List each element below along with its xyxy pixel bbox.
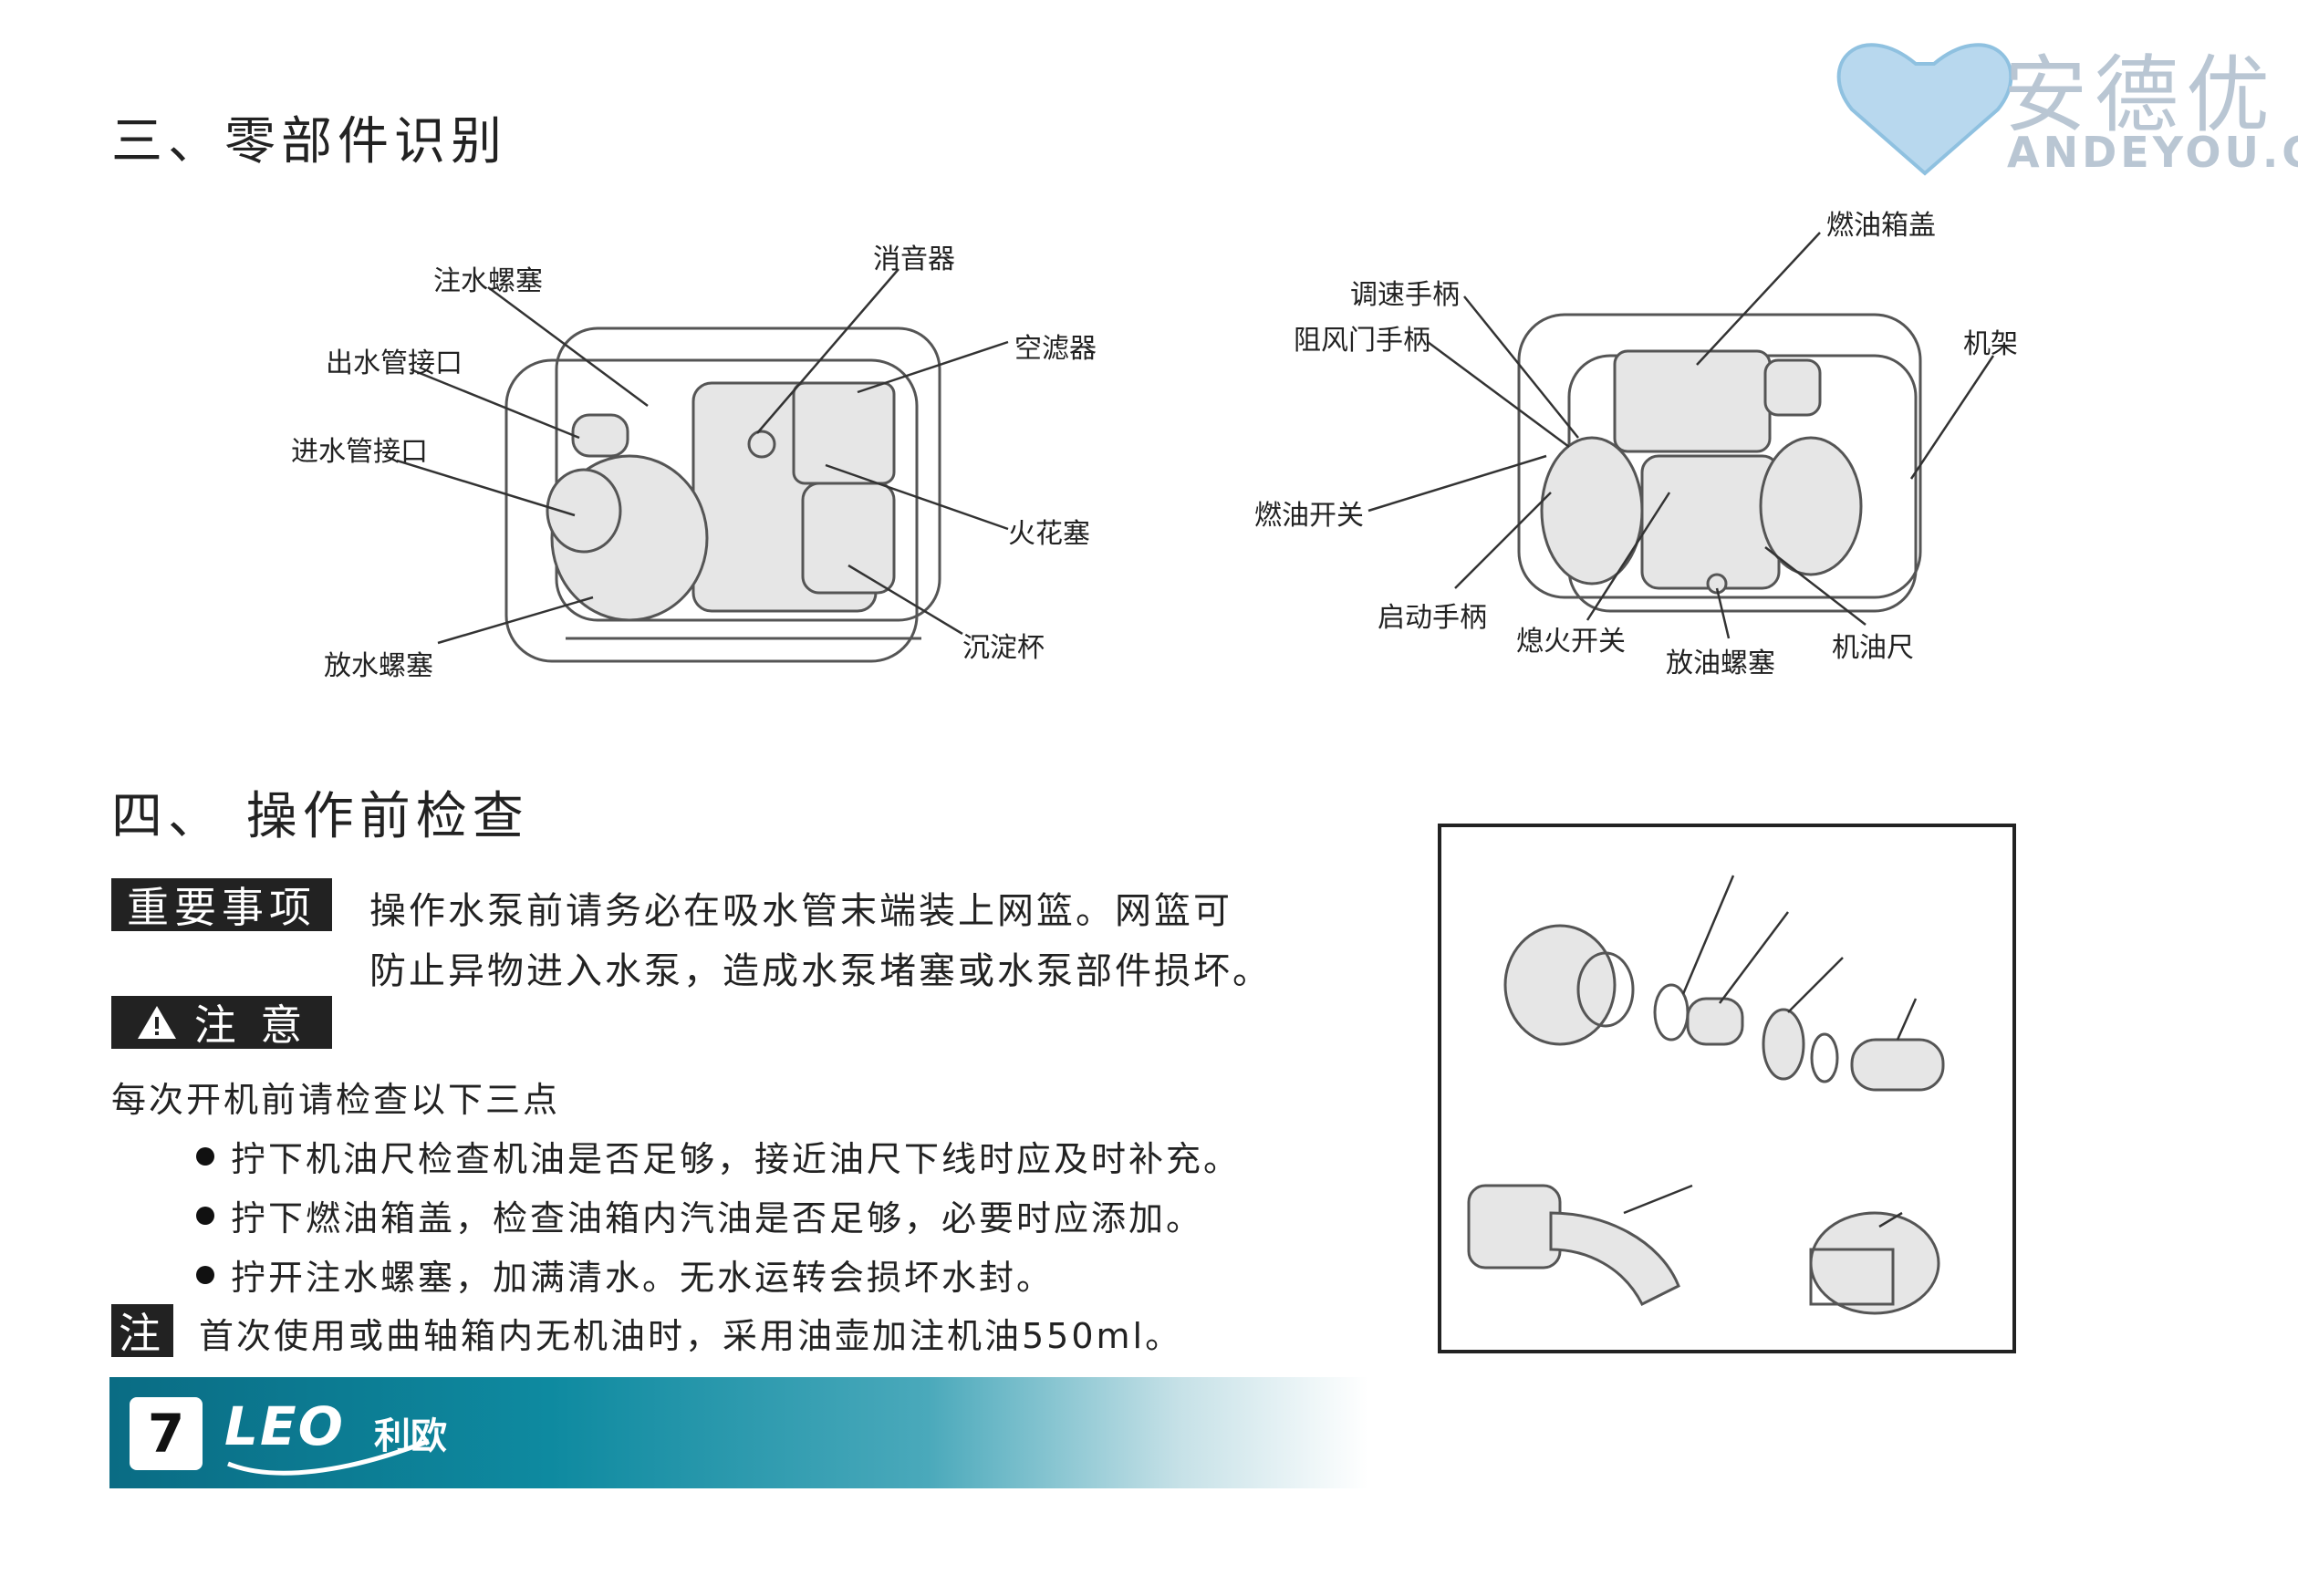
note-text: 首次使用或曲轴箱内无机油时，采用油壶加注机油550ml。 [199, 1316, 1183, 1356]
hose-assembly-diagram [1438, 824, 2016, 1353]
label-oil-drain-plug: 放油螺塞 [1666, 648, 1775, 679]
note-tag: 注 [111, 1304, 173, 1358]
caution-tag: 注 意 [111, 996, 332, 1050]
important-line-1: 操作水泵前请务必在吸水管末端装上网篮。网篮可 [369, 890, 1232, 932]
label-throttle-lever: 调速手柄 [1350, 279, 1460, 311]
label-spark-plug: 火花塞 [1008, 518, 1090, 550]
page-number: 7 [130, 1397, 203, 1470]
bullet-icon [196, 1265, 214, 1284]
check-intro: 每次开机前请检查以下三点 [111, 1080, 561, 1120]
watermark-text-cn: 安德优 [2003, 47, 2278, 144]
label-fuel-switch: 燃油开关 [1254, 500, 1364, 532]
label-drain-plug: 放水螺塞 [324, 650, 433, 682]
check-item-text: 拧下机油尺检查机油是否足够，接近油尺下线时应及时补充。 [231, 1139, 1242, 1179]
check-item-1: 拧下机油尺检查机油是否足够，接近油尺下线时应及时补充。 [196, 1131, 1241, 1181]
bullet-icon [196, 1206, 214, 1225]
label-frame: 机架 [1963, 328, 2018, 360]
label-engine-switch: 熄火开关 [1516, 626, 1626, 658]
brand-logo-cn: 利欧 [374, 1415, 447, 1457]
label-water-fill-plug: 注水螺塞 [433, 265, 543, 297]
brand-logo-en: LEO [224, 1395, 345, 1457]
watermark-text-en: ANDEYOU.CN [2007, 128, 2298, 177]
section3-heading: 三、零部件识别 [111, 112, 507, 171]
warning-icon [137, 1006, 176, 1039]
label-outlet-connector: 出水管接口 [326, 347, 463, 379]
check-item-text: 拧下燃油箱盖，检查油箱内汽油是否足够，必要时应添加。 [231, 1198, 1204, 1238]
label-fuel-tank-cap: 燃油箱盖 [1826, 210, 1936, 242]
check-item-2: 拧下燃油箱盖，检查油箱内汽油是否足够，必要时应添加。 [196, 1190, 1203, 1240]
bullet-icon [196, 1146, 214, 1166]
label-inlet-connector: 进水管接口 [291, 436, 428, 468]
label-dipstick: 机油尺 [1832, 632, 1914, 664]
right-pump-drawing [1517, 313, 1922, 613]
label-muffler: 消音器 [873, 244, 955, 275]
important-tag: 重要事项 [111, 878, 332, 932]
check-item-text: 拧开注水螺塞，加满清水。无水运转会损坏水封。 [231, 1258, 1055, 1298]
label-sediment-cup: 沉淀杯 [962, 632, 1045, 664]
section4-heading: 四、 操作前检查 [111, 787, 529, 846]
check-item-3: 拧开注水螺塞，加满清水。无水运转会损坏水封。 [196, 1249, 1054, 1300]
important-line-2: 防止异物进入水泵，造成水泵堵塞或水泵部件损坏。 [369, 950, 1272, 992]
label-starter-handle: 启动手柄 [1378, 602, 1487, 634]
caution-label: 注 意 [193, 1000, 308, 1050]
label-air-filter: 空滤器 [1014, 333, 1097, 365]
left-pump-drawing [504, 326, 941, 663]
label-choke-lever: 阻风门手柄 [1294, 325, 1430, 357]
